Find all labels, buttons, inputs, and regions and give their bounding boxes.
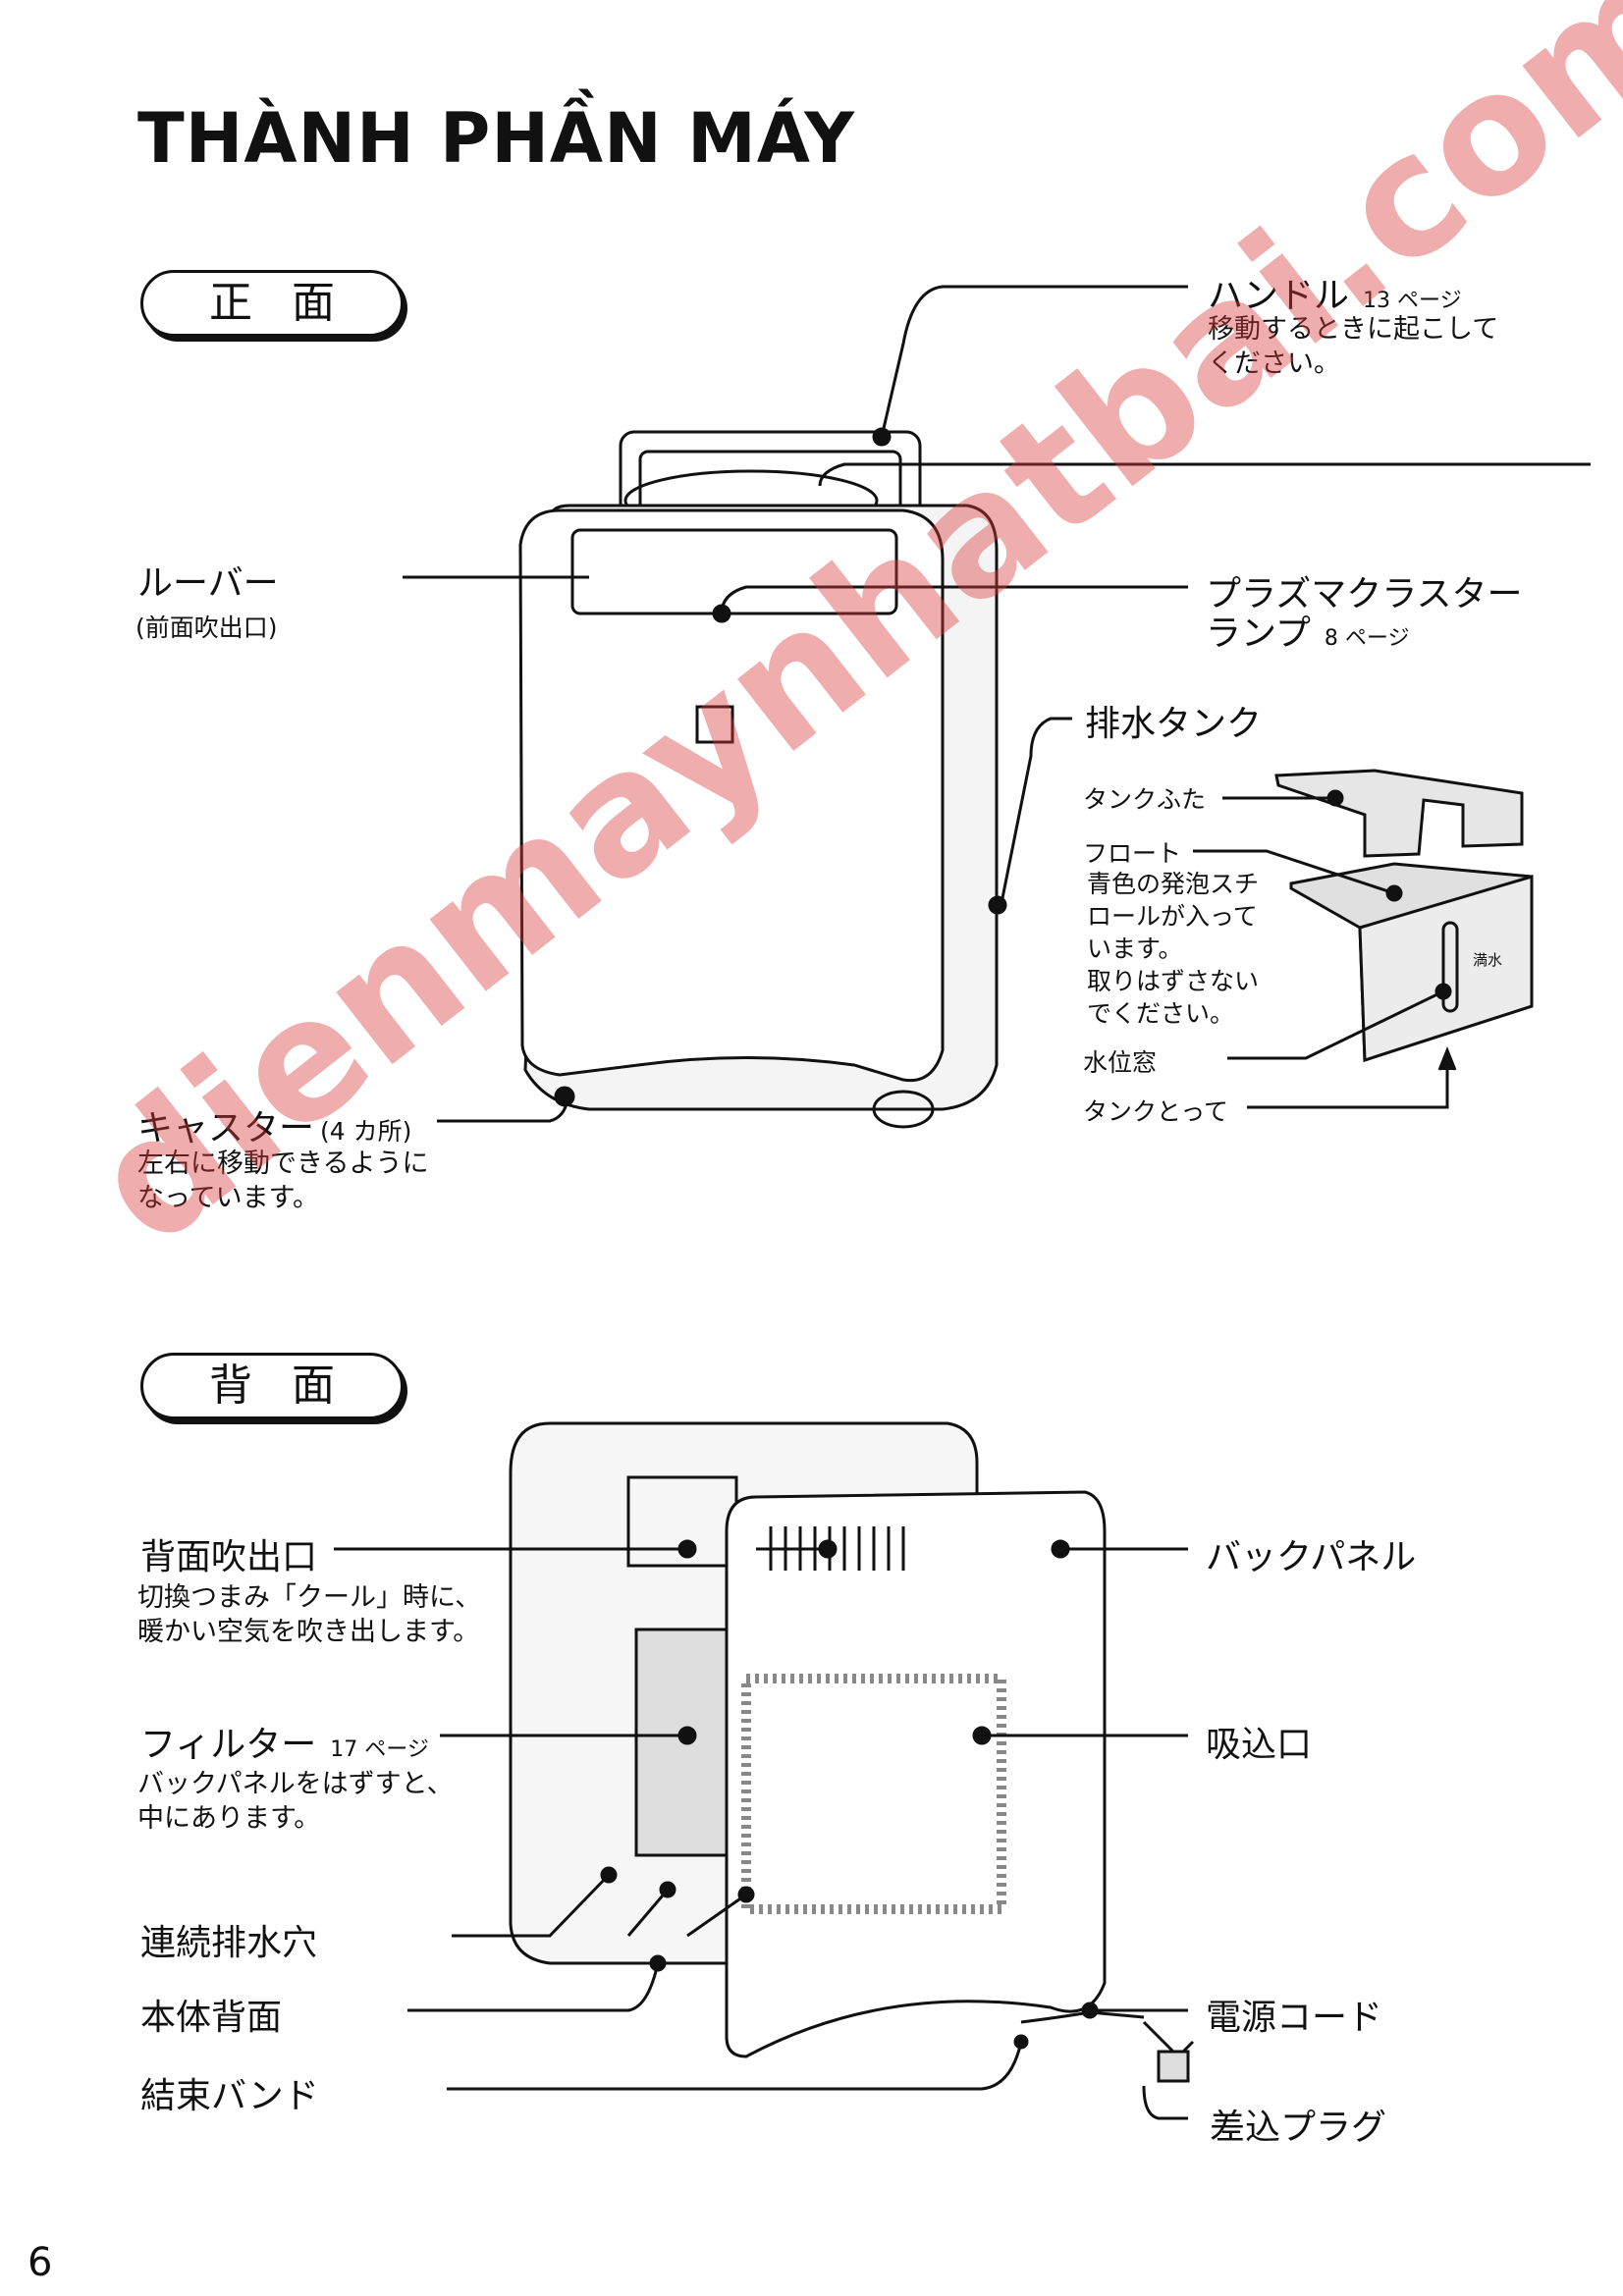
handle-label: ハンドル 13 ページ [1208,267,1462,318]
tank-lid-label: タンクふた [1083,785,1207,814]
float-desc-2: ロールが入って [1087,902,1258,931]
page-title: THÀNH PHẦN MÁY [137,98,855,179]
louver-label: ルーバー [137,563,279,604]
back-section-badge: 背面 [140,1353,404,1419]
caster-label-text: キャスター [137,1108,315,1148]
filter-label: フィルター 17 ページ [140,1716,429,1767]
handle-label-text: ハンドル [1208,276,1350,316]
back-panel-label: バックパネル [1206,1537,1417,1577]
drain-tank-drawing [1274,769,1534,1090]
plug-label: 差込プラグ [1210,2108,1387,2148]
rear-outlet-desc-1: 切換つまみ「クール」時に、 [137,1582,482,1613]
leader-lines [334,285,1591,2120]
tank-handle-label: タンクとって [1083,1097,1229,1126]
tie-band-label: 結束バンド [140,2076,319,2116]
front-unit-drawing [518,430,999,1129]
float-label: フロート [1083,839,1182,868]
caster-label: キャスター(4 カ所) [137,1099,411,1150]
back-unit-drawing [509,1421,1195,2083]
rear-outlet-label: 背面吹出口 [140,1537,318,1577]
full-water-mark: 満水 [1473,951,1503,969]
caster-count: (4 カ所) [320,1117,412,1146]
body-back-label: 本体背面 [140,1998,283,2038]
caster-desc-1: 左右に移動できるように [137,1148,429,1179]
filter-label-text: フィルター [140,1725,317,1765]
level-window-label: 水位窓 [1083,1048,1158,1077]
front-section-badge: 正面 [140,270,404,337]
drain-tank-label: 排水タンク [1085,704,1263,744]
float-desc: 青色の発泡スチ ロールが入って います。 取りはずさない でください。 [1087,868,1259,1030]
plasma-lamp-label-1: プラズマクラスター [1206,574,1523,614]
page-number: 6 [27,2240,53,2285]
handle-page-ref: 13 ページ [1363,289,1462,313]
plasma-lamp-label-2-text: ランプ [1206,614,1311,654]
handle-desc-1: 移動するときに起こして [1208,314,1499,345]
plasma-lamp-label-2: ランプ 8 ページ [1206,605,1409,656]
float-desc-1: 青色の発泡スチ [1087,870,1260,898]
plasma-lamp-page-ref: 8 ページ [1324,626,1410,651]
float-desc-5: でください。 [1087,999,1235,1028]
filter-page-ref: 17 ページ [330,1737,429,1762]
float-desc-3: います。 [1087,934,1183,963]
handle-desc-2: ください。 [1208,348,1340,379]
rear-outlet-desc-2: 暖かい空気を吹き出します。 [137,1617,480,1647]
louver-desc: (前面吹出口) [135,614,278,642]
intake-label: 吸込口 [1206,1725,1313,1765]
filter-desc-1: バックパネルをはずすと、 [137,1769,454,1799]
float-desc-4: 取りはずさない [1087,967,1260,995]
caster-desc-2: なっています。 [137,1183,319,1213]
drain-hole-label: 連続排水穴 [140,1923,318,1963]
filter-desc-2: 中にあります。 [137,1803,321,1834]
power-cord-label: 電源コード [1206,1998,1383,2038]
